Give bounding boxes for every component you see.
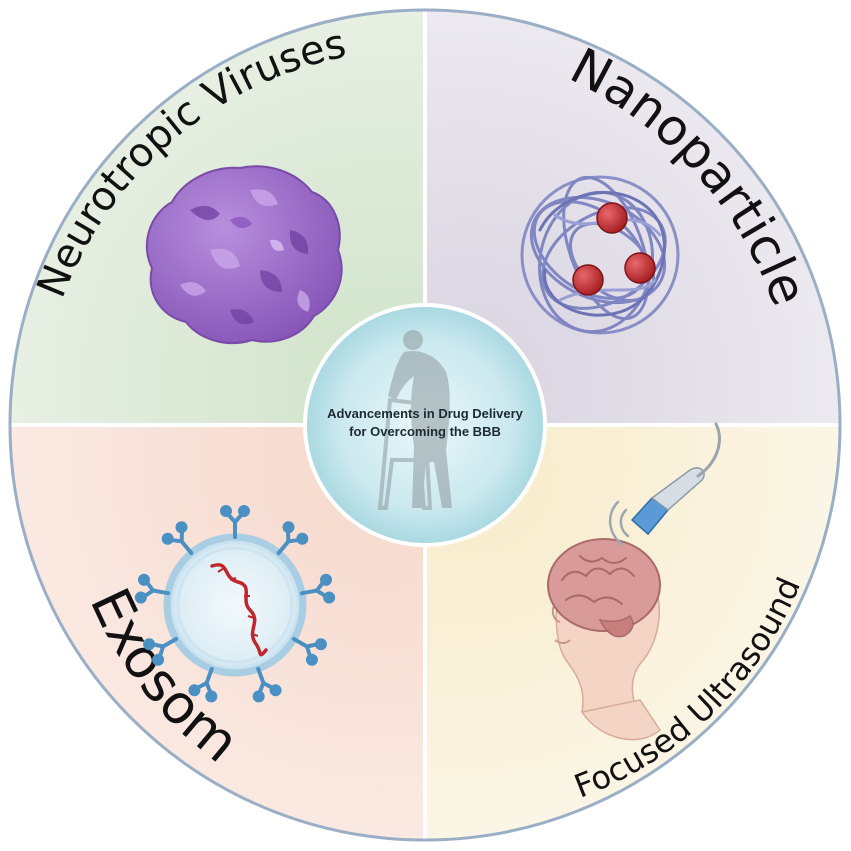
ultrasound-probe (630, 422, 721, 536)
center-disc: Advancements in Drug Delivery for Overco… (303, 303, 547, 547)
center-title-line2: for Overcoming the BBB (349, 424, 501, 439)
outer-ring (8, 8, 842, 842)
nanoparticle-icon (520, 175, 680, 335)
exosome-icon (134, 505, 336, 703)
ultrasound-waves (609, 500, 630, 546)
virus-icon (145, 165, 343, 345)
brain-ultrasound-icon (547, 422, 721, 741)
nanoparticle-payload-2 (572, 264, 604, 296)
elderly-walker-silhouette (377, 330, 452, 510)
brain (547, 538, 661, 632)
center-title-line1: Advancements in Drug Delivery (327, 406, 524, 421)
exosome-receptors (134, 505, 336, 703)
exosome-rna (210, 563, 268, 657)
nanoparticle-payload-3 (624, 252, 656, 284)
nanoparticle-payload-1 (596, 202, 628, 234)
